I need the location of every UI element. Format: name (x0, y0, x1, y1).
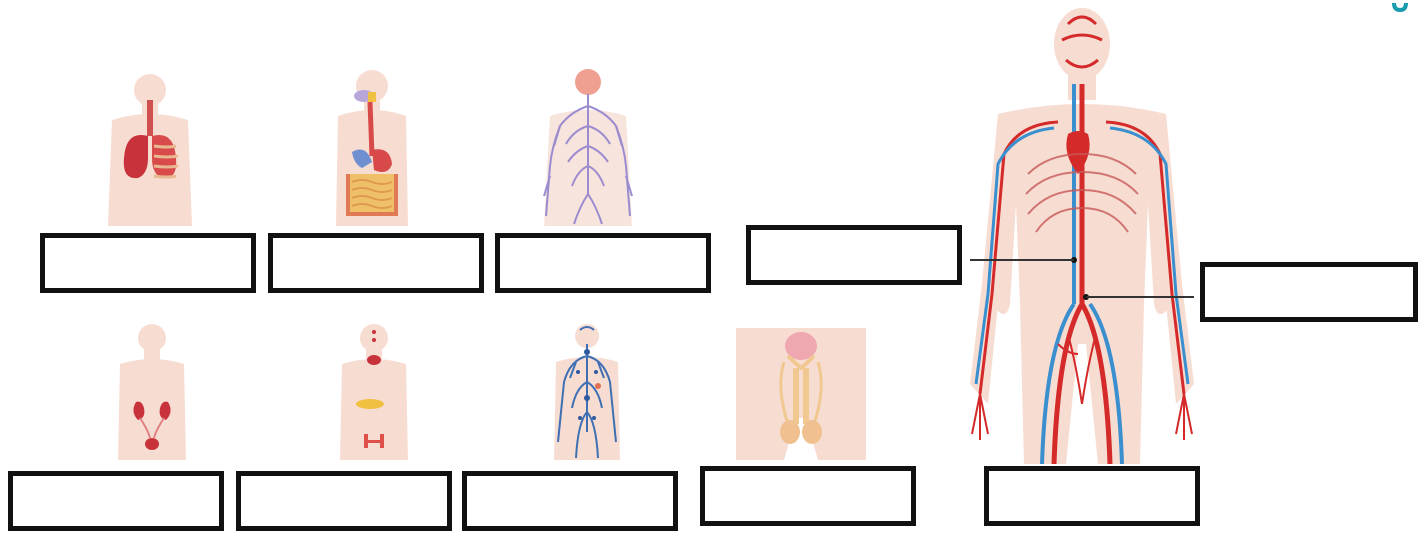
answer-box-7[interactable] (236, 471, 452, 531)
reproductive-pelvis-icon (736, 328, 866, 460)
nervous-figure (540, 66, 636, 226)
answer-box-8[interactable] (462, 471, 678, 531)
answer-box-5[interactable] (1200, 262, 1418, 322)
lungs-body-icon (98, 70, 202, 226)
glands-body-icon (336, 322, 412, 460)
answer-box-3[interactable] (495, 233, 711, 293)
answer-box-6[interactable] (8, 471, 224, 531)
answer-box-2[interactable] (268, 233, 484, 293)
reproductive-figure (736, 328, 866, 460)
lymphatic-figure (550, 322, 624, 460)
answer-box-10[interactable] (984, 466, 1200, 526)
answer-box-9[interactable] (700, 466, 916, 526)
lymph-body-icon (550, 322, 624, 460)
corner-logo-fragment (1390, 0, 1410, 18)
circulatory-body-icon (958, 4, 1206, 464)
leader-line-vein (970, 259, 1074, 261)
respiratory-figure (98, 70, 202, 226)
circulatory-figure (958, 4, 1206, 464)
leader-line-artery (1086, 296, 1194, 298)
urinary-figure (112, 322, 192, 460)
digestive-body-icon (332, 66, 412, 226)
answer-box-4[interactable] (746, 225, 962, 285)
kidneys-body-icon (112, 322, 192, 460)
digestive-figure (332, 66, 412, 226)
nervous-body-icon (540, 66, 636, 226)
answer-box-1[interactable] (40, 233, 256, 293)
endocrine-figure (336, 322, 412, 460)
